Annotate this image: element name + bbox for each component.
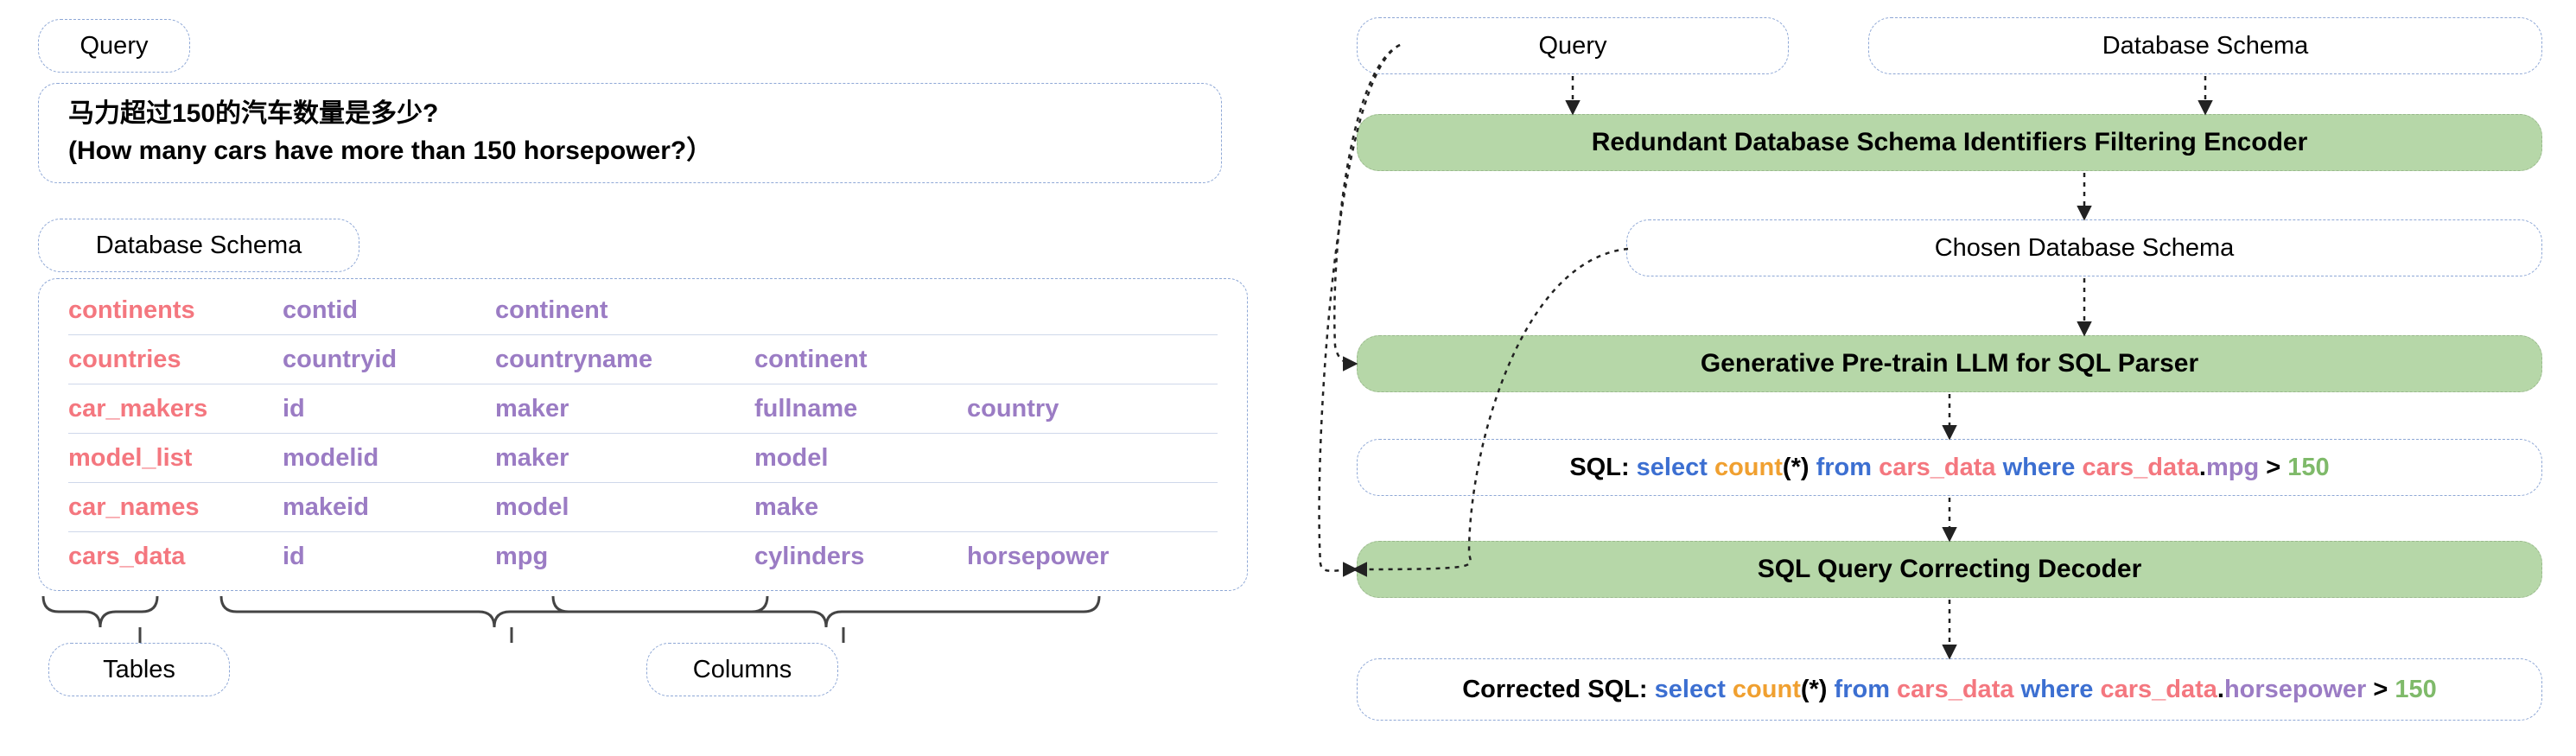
left-schema-label: Database Schema [38,219,359,272]
table-row: model_list modelid maker model [68,434,1218,483]
corrected-sql-node: Corrected SQL: select count(*) from cars… [1357,658,2542,721]
sql-token: cars_data [2100,675,2217,703]
column-name: maker [495,443,569,472]
sql-token: from [1834,675,1890,703]
table-name: countries [68,345,181,373]
decoder-node: SQL Query Correcting Decoder [1357,541,2542,598]
sql-token: . [2198,453,2206,481]
columns-brace-label: Columns [646,643,838,696]
sql-node: SQL: select count(*) from cars_data wher… [1357,439,2542,496]
sql-token: from [1816,453,1873,481]
column-name: maker [495,394,569,422]
sql-token: cars_data [2082,453,2199,481]
edge-chosen-rail-to-decoder [1352,247,1629,577]
column-name: makeid [283,492,369,521]
sql-token: > [2373,675,2388,703]
right-query-node: Query [1357,17,1789,74]
column-name: countryname [495,345,653,373]
column-name: contid [283,295,358,324]
edge-query-rail-to-llm [1333,43,1401,372]
column-name: modelid [283,443,379,472]
table-name: continents [68,295,195,324]
sql-token: select [1636,453,1708,481]
table-row: car_makers id maker fullname country [68,384,1218,434]
sql-token: (*) [1800,675,1828,703]
sql-token: > [2266,453,2281,481]
table-name: model_list [68,443,193,472]
chosen-schema-node: Chosen Database Schema [1626,219,2542,276]
tables-brace [41,595,159,643]
corrected-sql-prefix: Corrected SQL: [1462,675,1648,703]
left-query-text-box: 马力超过150的汽车数量是多少? (How many cars have mor… [38,83,1222,183]
sql-token: cars_data [1897,675,2014,703]
sql-token: where [2002,453,2076,481]
table-row: cars_data id mpg cylinders horsepower [68,532,1218,581]
query-line-zh: 马力超过150的汽车数量是多少? [68,99,439,128]
column-name: fullname [754,394,858,422]
column-name: make [754,492,819,521]
columns-brace [219,595,1101,643]
llm-parser-node: Generative Pre-train LLM for SQL Parser [1357,335,2542,392]
sql-token: select [1654,675,1726,703]
column-name: id [283,542,305,570]
table-row: car_names makeid model make [68,483,1218,532]
column-name: model [495,492,569,521]
column-name: mpg [495,542,549,570]
column-name: cylinders [754,542,865,570]
table-row: continents contid continent [68,286,1218,335]
sql-prefix: SQL: [1569,453,1630,481]
sql-token: where [2020,675,2094,703]
sql-token: horsepower [2223,675,2367,703]
tables-brace-label: Tables [48,643,230,696]
sql-token: count [1732,675,1801,703]
column-name: countryid [283,345,398,373]
sql-token: count [1714,453,1783,481]
column-name: country [967,394,1059,422]
left-query-label: Query [38,19,190,73]
sql-line: SQL: select count(*) from cars_data wher… [1569,454,2329,482]
table-name: car_names [68,492,200,521]
schema-table: continents contid continent countries co… [38,278,1248,591]
sql-token: 150 [2287,453,2330,481]
table-name: cars_data [68,542,186,570]
column-name: model [754,443,829,472]
column-name: continent [754,345,868,373]
sql-token: mpg [2205,453,2260,481]
column-name: horsepower [967,542,1110,570]
column-name: continent [495,295,608,324]
sql-token: cars_data [1879,453,1996,481]
right-schema-node: Database Schema [1868,17,2542,74]
sql-token: (*) [1782,453,1810,481]
column-name: id [283,394,305,422]
sql-token: 150 [2395,675,2437,703]
corrected-sql-line: Corrected SQL: select count(*) from cars… [1462,676,2437,704]
sql-token: . [2217,675,2224,703]
table-name: car_makers [68,394,208,422]
query-line-en: (How many cars have more than 150 horsep… [68,136,713,165]
encoder-node: Redundant Database Schema Identifiers Fi… [1357,114,2542,171]
table-row: countries countryid countryname continen… [68,335,1218,384]
